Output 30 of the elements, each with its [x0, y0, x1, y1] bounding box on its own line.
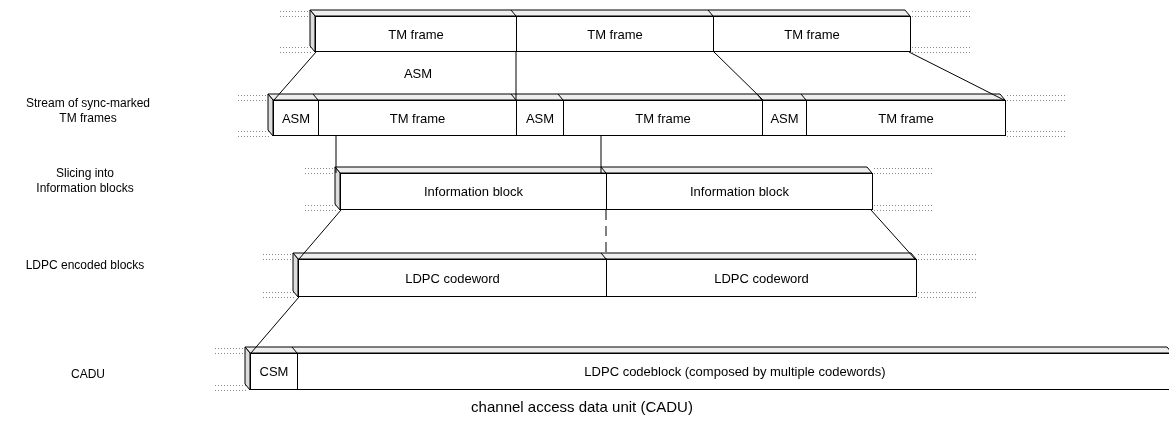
connector-line [908, 51, 1005, 101]
caption: channel access data unit (CADU) [470, 399, 694, 414]
frame-segment: LDPC codeword [606, 259, 917, 297]
row-label: Slicing into Information blocks [35, 166, 135, 196]
frame-segment: ASM [273, 100, 319, 136]
frame-segment: LDPC codeblock (composed by multiple codewords) [297, 353, 1169, 390]
connector-line [515, 51, 517, 101]
connector-line [335, 135, 337, 174]
frame-segment: TM frame [563, 100, 763, 136]
frame-segment: Information block [340, 173, 607, 210]
frame-segment: ASM [762, 100, 807, 136]
frame-segment: TM frame [315, 16, 517, 52]
segment-label: ASM [402, 66, 434, 81]
connector-line [600, 135, 602, 174]
connector-line [870, 209, 916, 260]
connector-line [713, 51, 764, 101]
frame-segment: LDPC codeword [298, 259, 607, 297]
connector-line [250, 296, 300, 354]
connector-line [298, 209, 342, 260]
frame-segment: ASM [516, 100, 564, 136]
frame-segment: TM frame [806, 100, 1006, 136]
frame-segment: Information block [606, 173, 873, 210]
frame-segment: TM frame [713, 16, 911, 52]
frame-segment: TM frame [318, 100, 517, 136]
frame-segment: TM frame [516, 16, 714, 52]
connector-line [273, 51, 317, 101]
frame-segment: CSM [250, 353, 298, 390]
row-label: CADU [70, 367, 106, 382]
row-label: LDPC encoded blocks [25, 258, 145, 273]
row-label: Stream of sync-marked TM frames [24, 96, 151, 126]
